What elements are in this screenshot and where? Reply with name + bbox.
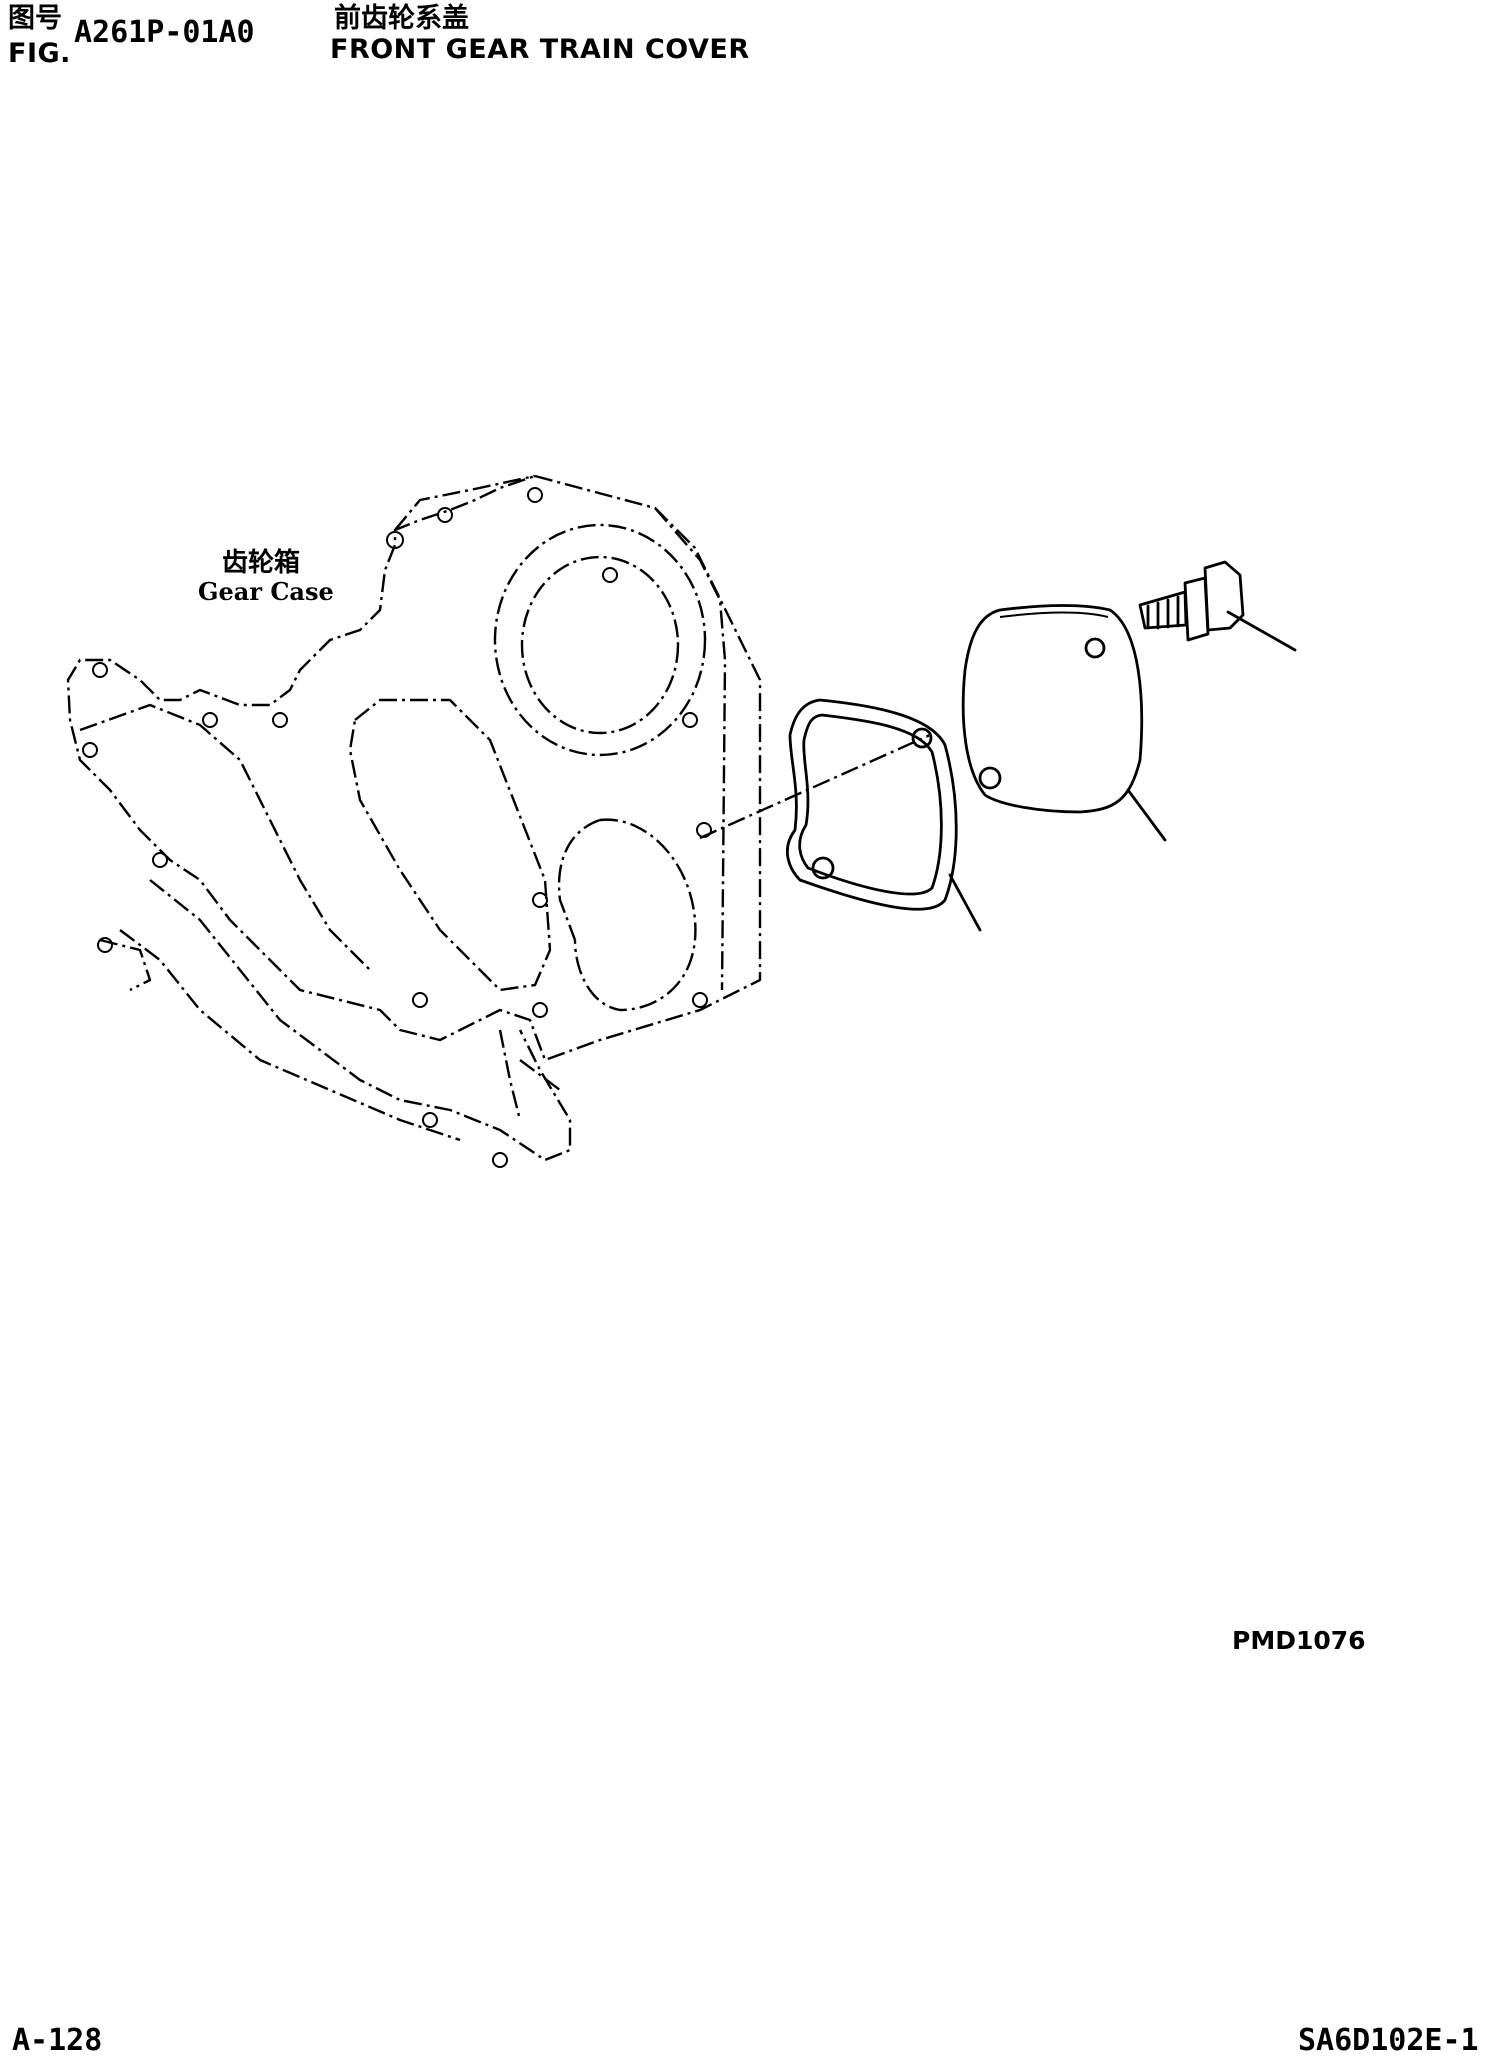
gear-case-label-cn: 齿轮箱: [222, 548, 301, 578]
assembly-center-line: [699, 733, 931, 840]
title-cn: 前齿轮系盖: [334, 3, 469, 34]
figure-number: A261P-01A0: [74, 15, 255, 50]
gear-case: [66, 474, 762, 1168]
model-code: SA6D102E-1: [1298, 2023, 1479, 2058]
page-number: A-128: [12, 2023, 103, 2058]
bolt: [1138, 560, 1297, 652]
fig-label-cn: 图号: [8, 3, 62, 34]
fig-label-en: FIG.: [8, 38, 71, 69]
gear-case-label-en: Gear Case: [198, 577, 334, 606]
cover-plate: [961, 604, 1167, 842]
gasket: [785, 698, 982, 932]
reference-code: PMD1076: [1232, 1626, 1366, 1655]
page-title: FRONT GEAR TRAIN COVER: [330, 34, 750, 65]
